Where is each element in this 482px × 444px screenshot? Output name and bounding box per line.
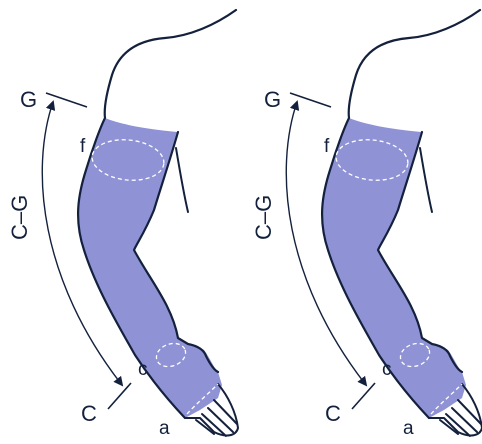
label-c-small: c [138, 359, 148, 380]
label-f: f [80, 136, 86, 157]
label-g: G [20, 87, 37, 112]
label-c: C [325, 401, 341, 426]
label-c-small: c [382, 359, 392, 380]
panel-left: G C C–G f c a [7, 10, 238, 439]
label-f: f [324, 136, 330, 157]
panel-right: G C C–G f c a [251, 10, 482, 439]
label-c: C [81, 401, 97, 426]
label-range: C–G [7, 195, 32, 240]
label-a: a [159, 418, 170, 439]
label-a: a [403, 418, 414, 439]
label-g: G [264, 87, 281, 112]
label-range: C–G [251, 195, 276, 240]
